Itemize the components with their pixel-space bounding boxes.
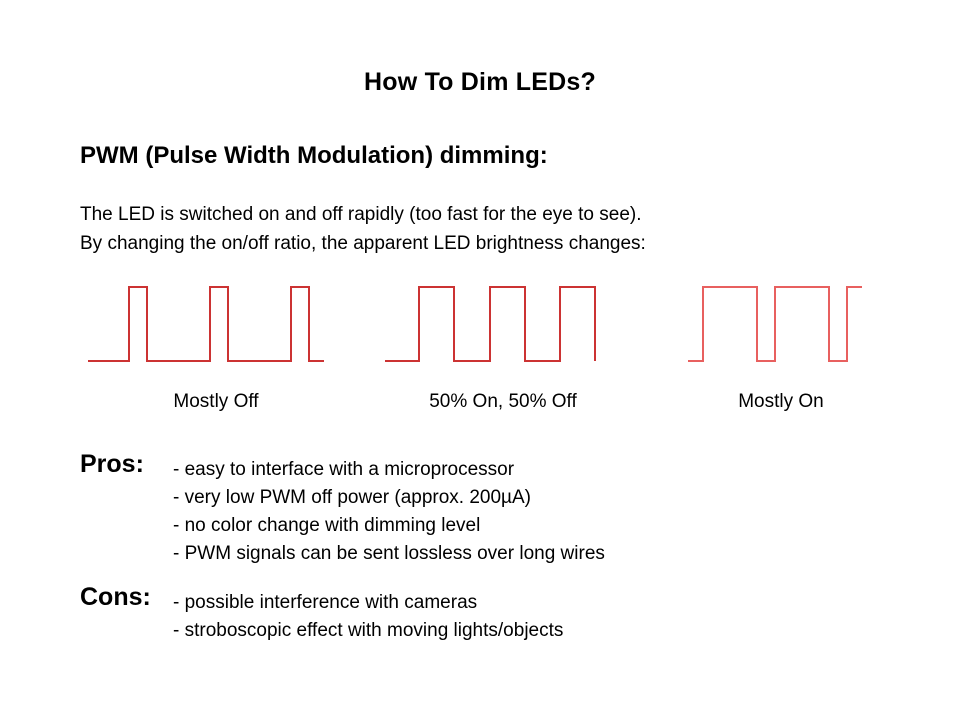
list-item: - very low PWM off power (approx. 200µA) [173, 487, 531, 508]
pros-list: - easy to interface with a microprocesso… [173, 456, 953, 568]
page-title: How To Dim LEDs? [364, 68, 596, 96]
pwm-waveform-mostly-on-svg [688, 286, 862, 362]
pwm-waveform-row [0, 272, 960, 372]
caption-mostly-on: Mostly On [738, 391, 824, 412]
list-item: - no color change with dimming level [173, 515, 481, 536]
section-heading: PWM (Pulse Width Modulation) dimming: [80, 142, 548, 169]
list-item: - possible interference with cameras [173, 592, 478, 613]
cons-list: - possible interference with cameras - s… [173, 589, 953, 645]
pwm-waveform-fifty-percent-svg [385, 286, 596, 362]
caption-fifty-percent: 50% On, 50% Off [429, 391, 577, 412]
pwm-waveform-mostly-off-svg [88, 286, 324, 362]
pwm-waveform-fifty-percent [383, 272, 623, 372]
intro-paragraph: The LED is switched on and off rapidly (… [80, 200, 900, 258]
pwm-waveform-mostly-off [86, 272, 326, 372]
list-item: - easy to interface with a microprocesso… [173, 459, 515, 480]
list-item: - PWM signals can be sent lossless over … [173, 543, 605, 564]
cons-label: Cons: [80, 583, 151, 611]
caption-mostly-off: Mostly Off [173, 391, 259, 412]
pros-label: Pros: [80, 450, 144, 478]
intro-line-2: By changing the on/off ratio, the appare… [80, 233, 646, 254]
pwm-waveform-mostly-on [686, 272, 876, 372]
intro-line-1: The LED is switched on and off rapidly (… [80, 204, 642, 225]
list-item: - stroboscopic effect with moving lights… [173, 620, 564, 641]
pwm-waveform-captions: Mostly Off 50% On, 50% Off Mostly On [0, 391, 960, 419]
